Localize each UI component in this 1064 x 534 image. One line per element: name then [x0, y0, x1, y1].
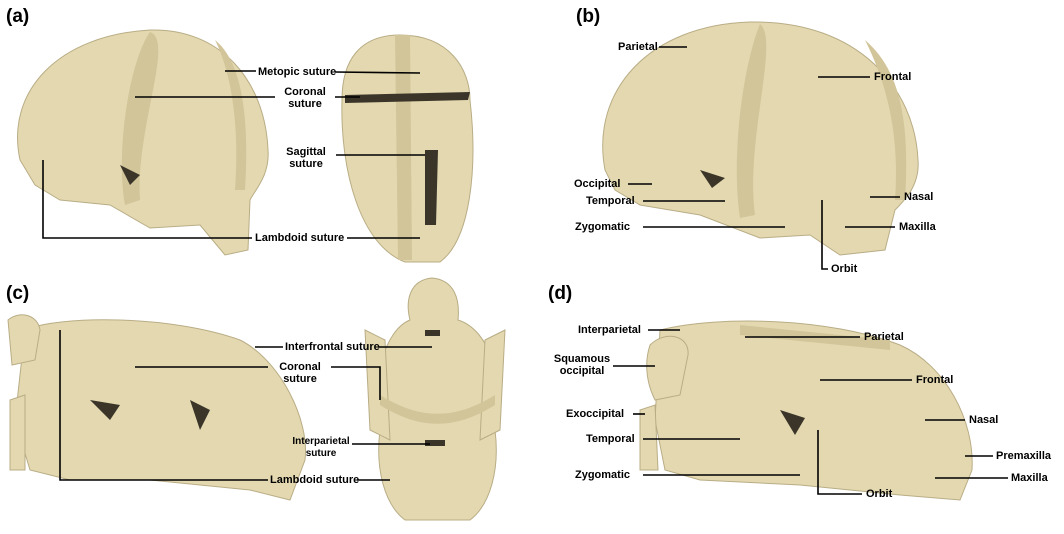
panel-tag-a: (a) [6, 6, 30, 27]
leader-lines [42, 46, 1008, 495]
label-temporal: Temporal [586, 195, 635, 207]
label-orbit: Orbit [831, 263, 858, 275]
label-interparietal: Interparietal [578, 324, 641, 336]
label-lambdoid-suture: Lambdoid suture [255, 232, 345, 244]
label-parietal: Parietal [864, 331, 904, 343]
label-line: Coronal [284, 86, 326, 98]
label-line: suture [289, 158, 323, 170]
label-line: Interparietal [292, 436, 350, 447]
label-line: Sagittal [286, 146, 326, 158]
label-occipital: Occipital [574, 178, 621, 190]
label-orbit: Orbit [866, 488, 893, 500]
label-line: suture [283, 373, 317, 385]
mouse-skull-dorsal-c [364, 277, 506, 521]
label-lambdoid-suture: Lambdoid suture [270, 474, 360, 486]
label-zygomatic: Zygomatic [575, 469, 631, 481]
label-frontal: Frontal [916, 374, 954, 386]
label-maxilla: Maxilla [899, 221, 936, 233]
mouse-skull-lateral-c [7, 314, 307, 501]
label-zygomatic: Zygomatic [575, 221, 631, 233]
label-premaxilla: Premaxilla [996, 450, 1052, 462]
mouse-skull-lateral-d [639, 320, 973, 501]
panel-tag-d: (d) [548, 283, 573, 304]
label-line: Coronal [279, 361, 321, 373]
label-frontal: Frontal [874, 71, 912, 83]
label-maxilla: Maxilla [1011, 472, 1048, 484]
label-nasal: Nasal [904, 191, 934, 203]
label-interfrontal-suture: Interfrontal suture [285, 341, 380, 353]
label-line: occipital [559, 365, 605, 377]
label-line: suture [305, 448, 337, 459]
label-temporal: Temporal [586, 433, 635, 445]
human-skull-lateral-b [602, 21, 919, 256]
human-skull-top-a [341, 34, 474, 263]
label-parietal: Parietal [618, 41, 658, 53]
label-metopic-suture: Metopic suture [258, 66, 337, 78]
label-exoccipital: Exoccipital [566, 408, 625, 420]
label-line: Squamous [553, 353, 611, 365]
human-skull-lateral-a [17, 29, 269, 256]
panel-tag-c: (c) [6, 283, 30, 304]
panel-tag-b: (b) [576, 6, 601, 27]
label-nasal: Nasal [969, 414, 999, 426]
label-line: suture [288, 98, 322, 110]
